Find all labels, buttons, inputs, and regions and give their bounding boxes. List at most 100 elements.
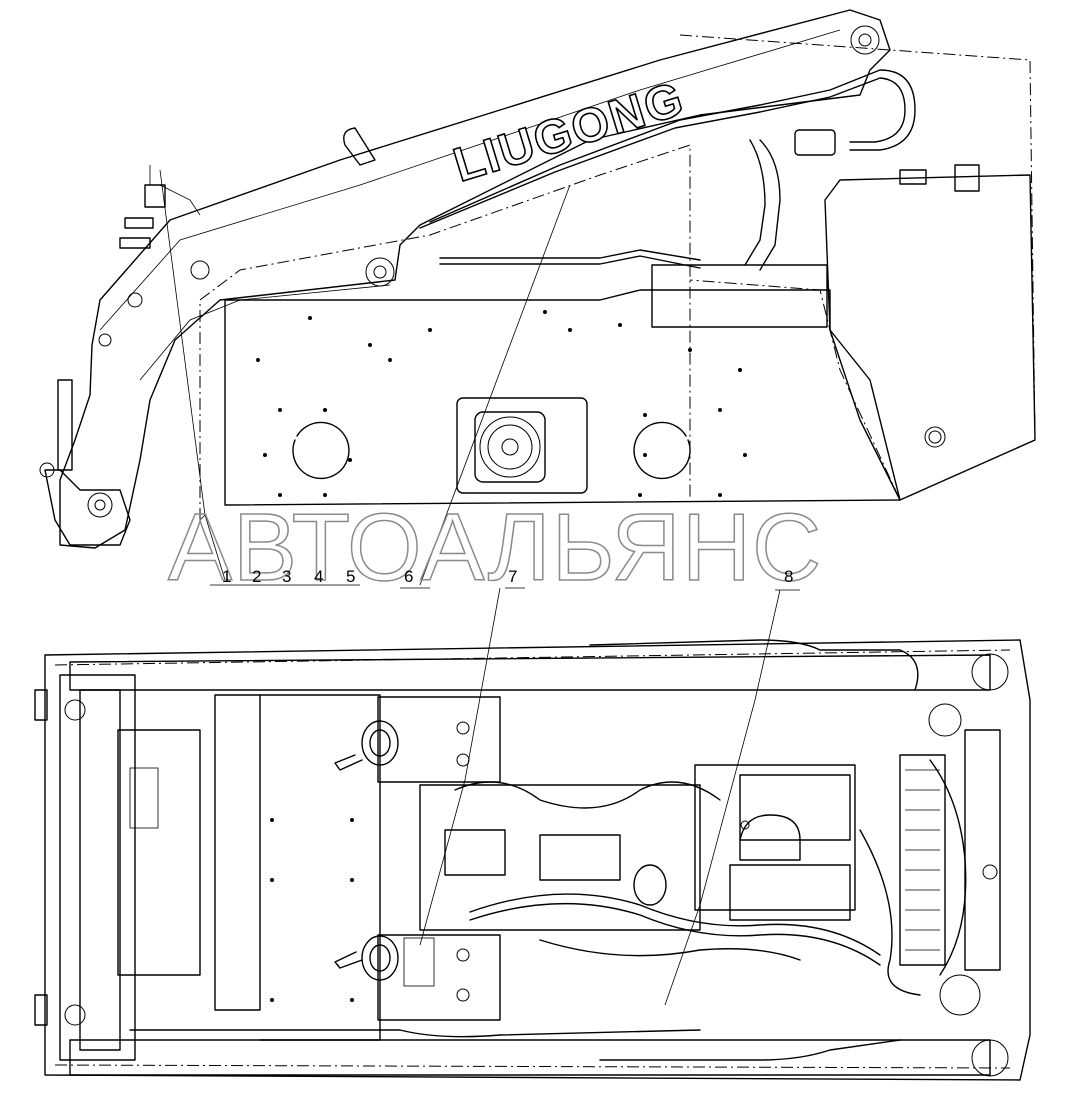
- oil-filter: [633, 864, 667, 906]
- callout-3: 3: [282, 567, 291, 586]
- hose-bundle-1: [454, 781, 721, 809]
- callout-1: 1: [222, 567, 231, 586]
- frame-holes: [256, 310, 747, 497]
- callout-7: 7: [508, 567, 517, 586]
- cab-front-panel: [259, 694, 381, 1041]
- fill-cap-inner: [928, 430, 942, 444]
- left-joystick-boot: [369, 729, 391, 757]
- cab-floor-left: [117, 729, 201, 976]
- callouts: 1 2 3 4 5 6 7 8: [210, 567, 800, 591]
- grab-handle: [343, 127, 376, 166]
- right-console: [377, 934, 501, 1021]
- left-arm-top: [69, 654, 991, 691]
- coupler-2: [124, 217, 154, 229]
- coupler-3: [144, 184, 166, 208]
- bucket-bracket: [44, 469, 131, 546]
- front-lug-2: [34, 994, 48, 1026]
- left-joystick-grip: [334, 754, 363, 771]
- engine-cover: [739, 774, 851, 841]
- bucket-pin: [87, 492, 113, 518]
- liugong-logo: LIUGONG: [447, 71, 692, 193]
- front-hose: [439, 249, 701, 261]
- arm-pivot-bottom: [971, 1039, 1009, 1077]
- right-joystick: [361, 935, 399, 981]
- top-hose-run: [589, 639, 919, 691]
- right-access-hole: [633, 421, 691, 480]
- cab-outline-dashed: [199, 144, 691, 520]
- logo-text: LIUGONG: [448, 72, 691, 192]
- watermark-text: АВТОАЛЬЯНС: [168, 494, 822, 601]
- attach-pin-2: [64, 1004, 86, 1026]
- control-valve: [539, 834, 621, 881]
- front-lug-1: [34, 689, 48, 721]
- hydraulic-bay: [419, 784, 701, 931]
- exhaust-elbow: [739, 814, 801, 861]
- cylinder-head: [729, 864, 851, 921]
- boom-pivot-inner: [858, 33, 872, 47]
- cooler: [964, 729, 1001, 971]
- drive-motor-hub: [501, 438, 519, 456]
- bucket-pin-inner: [94, 499, 106, 511]
- right-joystick-grip: [334, 951, 363, 969]
- watermark: АВТОАЛЬЯНС: [167, 493, 822, 602]
- left-joystick: [361, 720, 399, 766]
- bottom-hose-run-2: [599, 1039, 901, 1061]
- callout-underline: [210, 584, 800, 591]
- link-pivot-inner: [373, 265, 387, 279]
- boom-lower-edge: [139, 284, 391, 381]
- valve-hose-2: [744, 139, 766, 266]
- boom-hose-upper: [429, 69, 916, 223]
- radiator-fins: [905, 769, 940, 951]
- boom-hose-lower: [419, 77, 906, 229]
- arm-pivot-top: [971, 653, 1009, 691]
- drive-motor: [479, 416, 541, 478]
- left-console: [377, 696, 501, 783]
- attach-pin-1: [64, 699, 86, 721]
- link-pin: [39, 462, 55, 478]
- valve-block: [651, 264, 828, 328]
- boom-pivot: [850, 25, 880, 55]
- reservoir-cap-bottom: [939, 974, 981, 1016]
- front-hose-2: [439, 255, 701, 269]
- cylinder-pin: [190, 260, 210, 280]
- hood-latch: [899, 169, 927, 185]
- callout-6: 6: [404, 567, 413, 586]
- coupler-1: [119, 237, 151, 249]
- plan-view: [34, 587, 1031, 1081]
- plan-frame-outline: [44, 639, 1031, 1081]
- hose-clamp: [794, 129, 836, 156]
- valve-hose-1: [759, 139, 781, 271]
- reservoir-cap-top: [928, 703, 962, 737]
- callout-2: 2: [252, 567, 261, 586]
- motor-mount-plate: [456, 397, 588, 494]
- quick-attach: [79, 689, 121, 1051]
- motor-flange: [474, 411, 546, 483]
- cooler-hose: [859, 829, 921, 996]
- callout-4: 4: [314, 567, 323, 586]
- pump-housing: [444, 829, 506, 876]
- plan-frame-dashed: [54, 649, 1011, 1069]
- drive-motor-ring: [487, 424, 533, 470]
- quick-attach-plate: [57, 379, 73, 471]
- callout-5: 5: [346, 567, 355, 586]
- radiator: [899, 754, 946, 966]
- fill-cap: [924, 426, 946, 448]
- cab-side-panel: [214, 694, 261, 1011]
- rear-panel-outline-dashed: [679, 34, 1036, 501]
- right-joystick-boot: [369, 944, 391, 972]
- engine-hood: [824, 174, 1036, 501]
- front-cross-member: [59, 674, 136, 1061]
- cylinder-pin-3: [98, 333, 112, 347]
- bottom-hose-run: [129, 1029, 701, 1038]
- radiator-hose: [929, 759, 967, 976]
- left-access-hole: [292, 421, 350, 480]
- hose-bundle-3: [469, 902, 881, 966]
- hose-bundle-2: [469, 893, 881, 956]
- cylinder-pin-2: [127, 292, 143, 308]
- hose-bundle-4: [539, 939, 801, 961]
- plan-view-leaders: [419, 587, 781, 1006]
- boom-arm-outline: [59, 9, 891, 549]
- side-view-leaders: [159, 169, 571, 586]
